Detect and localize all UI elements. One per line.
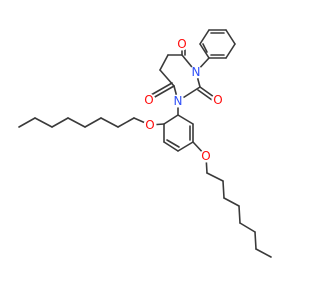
atom-o-left-label: O bbox=[144, 93, 153, 107]
atom-n-phenyl-label: N bbox=[192, 65, 201, 79]
bond-48 bbox=[254, 231, 257, 250]
bond-30 bbox=[166, 139, 180, 148]
bond-lines bbox=[18, 29, 272, 258]
bond-34 bbox=[117, 117, 135, 128]
bond-46 bbox=[238, 205, 241, 224]
atom-o-right: O bbox=[211, 93, 225, 107]
atom-labels: O N O N O O O bbox=[142, 37, 225, 163]
bond-16 bbox=[225, 29, 236, 45]
bond-15 bbox=[225, 43, 236, 59]
bond-11 bbox=[152, 85, 175, 99]
bond-22 bbox=[202, 43, 208, 53]
bond-36 bbox=[84, 117, 102, 128]
bond-2 bbox=[159, 54, 169, 71]
bond-49 bbox=[255, 248, 272, 258]
bond-26 bbox=[163, 141, 179, 152]
bond-12 bbox=[150, 82, 173, 96]
atom-o-ether-upper-label: O bbox=[145, 118, 154, 132]
atom-o-top-label: O bbox=[177, 37, 186, 51]
bond-24 bbox=[163, 114, 179, 125]
atom-o-ether-upper: O bbox=[143, 118, 157, 132]
bond-19 bbox=[199, 43, 210, 59]
bond-29 bbox=[177, 114, 194, 125]
bond-9 bbox=[199, 86, 215, 98]
bond-35 bbox=[100, 117, 119, 128]
atom-o-left: O bbox=[142, 93, 156, 107]
bond-18 bbox=[199, 29, 210, 45]
bond-39 bbox=[34, 117, 53, 128]
bond-38 bbox=[51, 117, 69, 128]
bond-37 bbox=[67, 117, 86, 128]
bond-47 bbox=[239, 222, 256, 233]
bond-43 bbox=[206, 172, 224, 182]
bond-45 bbox=[223, 197, 240, 207]
atom-o-ether-lower-label: O bbox=[201, 149, 210, 163]
atom-n-aryl: N bbox=[171, 94, 185, 108]
bond-27 bbox=[177, 141, 194, 152]
atom-o-right-label: O bbox=[213, 93, 222, 107]
atom-o-ether-lower: O bbox=[199, 149, 213, 163]
molecule-structure: O N O N O O O bbox=[18, 29, 272, 258]
bond-40 bbox=[18, 117, 36, 128]
bond-10 bbox=[197, 89, 213, 101]
atom-o-top: O bbox=[175, 37, 189, 51]
atom-n-aryl-label: N bbox=[174, 94, 183, 108]
atom-n-phenyl: N bbox=[189, 65, 203, 79]
bond-44 bbox=[222, 180, 225, 199]
